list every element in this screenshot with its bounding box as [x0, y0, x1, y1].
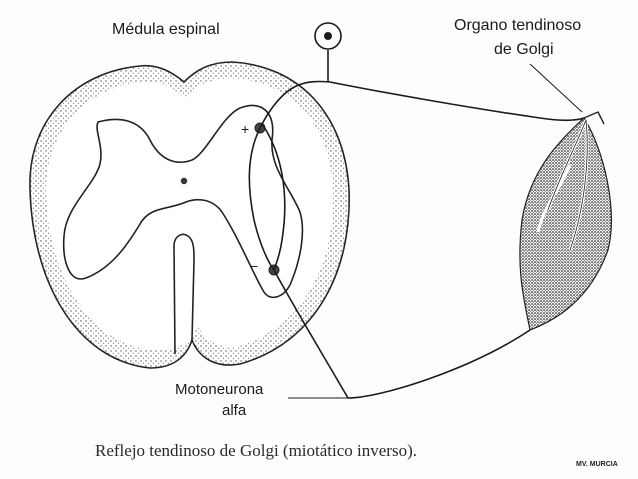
golgi-leader-line: [529, 63, 583, 113]
motoneuron-label-line2: alfa: [222, 402, 247, 419]
inhibitory-sign: −: [250, 258, 259, 274]
afferent-fiber: [248, 80, 331, 271]
muscle-tendon: [519, 111, 612, 331]
central-canal: [180, 177, 188, 185]
motor-axon: [273, 269, 531, 399]
credit-label: MV. MURCIA: [576, 461, 618, 468]
neural-pathway: [248, 50, 585, 399]
motoneuron-label-line1: Motoneurona: [175, 381, 264, 398]
figure-caption: Reflejo tendinoso de Golgi (miotático in…: [95, 441, 417, 460]
golgi-organ-label-line2: de Golgi: [494, 41, 554, 58]
spinal-cord-section: [29, 61, 350, 369]
golgi-organ-label-line1: Organo tendinoso: [454, 17, 582, 34]
spinal-cord-label: Médula espinal: [112, 21, 220, 38]
afferent-to-golgi: [329, 81, 585, 122]
interneuron-branch: [261, 123, 286, 271]
dorsal-root-ganglion: [314, 22, 342, 50]
excitatory-sign: +: [241, 121, 250, 137]
grey-matter: [62, 104, 304, 299]
